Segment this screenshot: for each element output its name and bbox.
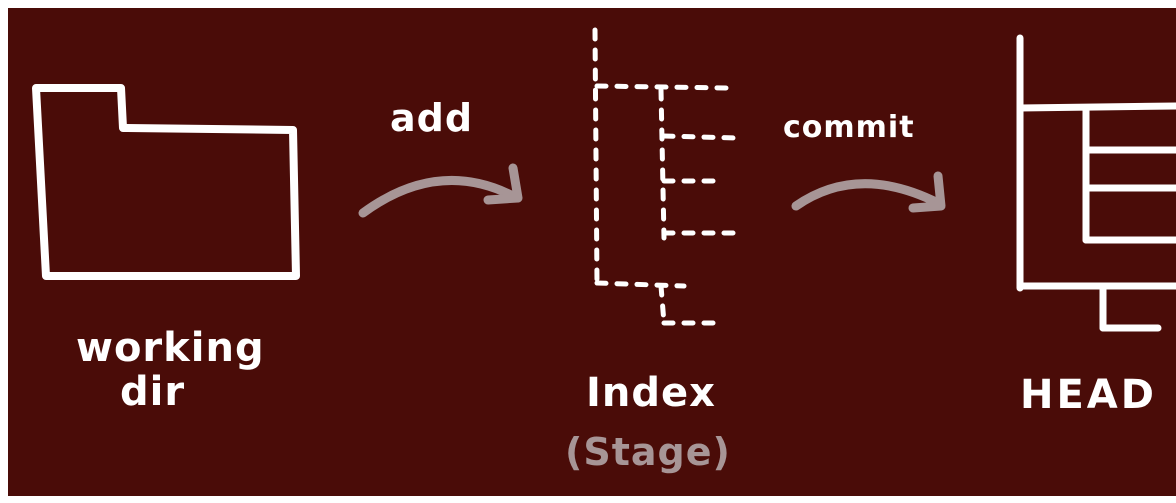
add-label: add — [390, 96, 474, 140]
index-title: Index — [586, 370, 716, 416]
diagram-drawing — [32, 27, 1176, 332]
index-subtitle: (Stage) — [565, 430, 731, 474]
commit-arrow-icon — [791, 171, 946, 213]
working-dir-line2: dir — [120, 369, 186, 415]
head-tree-icon — [1016, 34, 1176, 332]
index-tree-icon — [592, 27, 739, 326]
head-title: HEAD — [1020, 372, 1157, 418]
add-arrow-icon — [358, 163, 523, 218]
working-dir-label: working dir — [76, 326, 296, 414]
working-dir-line1: working — [76, 325, 265, 371]
commit-label: commit — [783, 110, 915, 145]
diagram-board: working dir add Index (Stage) commit HEA… — [8, 8, 1176, 496]
folder-icon — [32, 84, 300, 280]
